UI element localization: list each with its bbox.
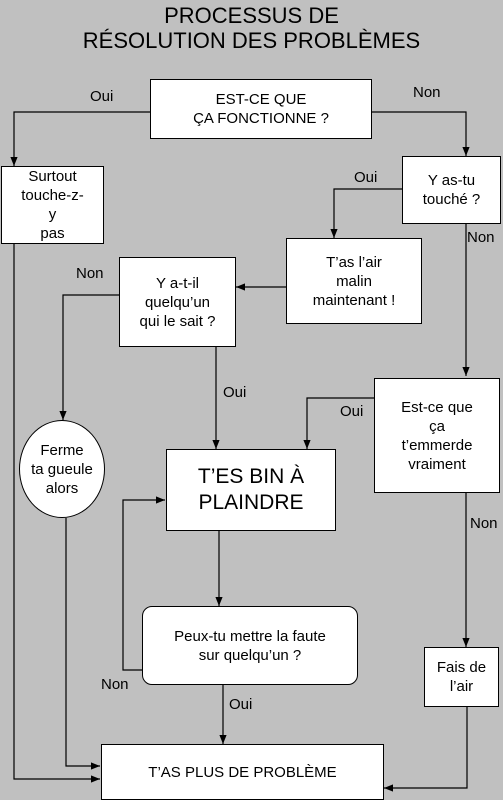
label-works-no: Non [413,84,441,101]
node-does-it-annoy-you: Est-ce que ça t’emmerde vraiment [374,378,500,493]
label-anyone-yes: Oui [223,384,247,401]
node-you-look-smart: T’as l’air malin maintenant ! [286,238,422,324]
edge-anyone-no [59,294,119,420]
node-does-it-work: EST-CE QUE ÇA FONCTIONNE ? [150,79,372,139]
node-anyone-knows: Y a-t-il quelqu’un qui le sait ? [119,257,236,347]
diagram-title-line-1: PROCESSUS DE [164,3,339,28]
label-annoys-no: Non [470,515,498,532]
edge-act-down [384,707,468,792]
edge-dont-touch-down [13,244,100,783]
node-make-yourself-scarce: Fais de l’air [424,647,499,707]
edge-works-no [372,111,470,156]
diagram-title-line-2: RÉSOLUTION DES PROBLÈMES [82,28,421,53]
node-no-more-problem: T’AS PLUS DE PROBLÈME [101,744,384,800]
node-shut-up: Ferme ta gueule alors [19,420,105,518]
edge-shut-up-down [65,518,100,770]
label-touched-yes: Oui [354,169,378,186]
edge-annoys-yes [303,397,374,449]
label-works-yes: Oui [90,88,114,105]
node-did-you-touch: Y as-tu touché ? [402,156,501,224]
edge-blame-no-loop [122,496,165,671]
node-can-you-blame: Peux-tu mettre la faute sur quelqu’un ? [142,606,358,685]
edge-works-yes [10,111,150,166]
node-dont-touch: Surtout touche-z- y pas [1,166,104,244]
edge-touched-yes [330,188,402,238]
label-touched-no: Non [467,229,495,246]
label-annoys-yes: Oui [340,403,364,420]
node-poor-you: T’ES BIN À PLAINDRE [166,449,336,531]
label-blame-yes: Oui [229,696,253,713]
label-anyone-no: Non [76,265,104,282]
label-blame-no: Non [101,676,129,693]
